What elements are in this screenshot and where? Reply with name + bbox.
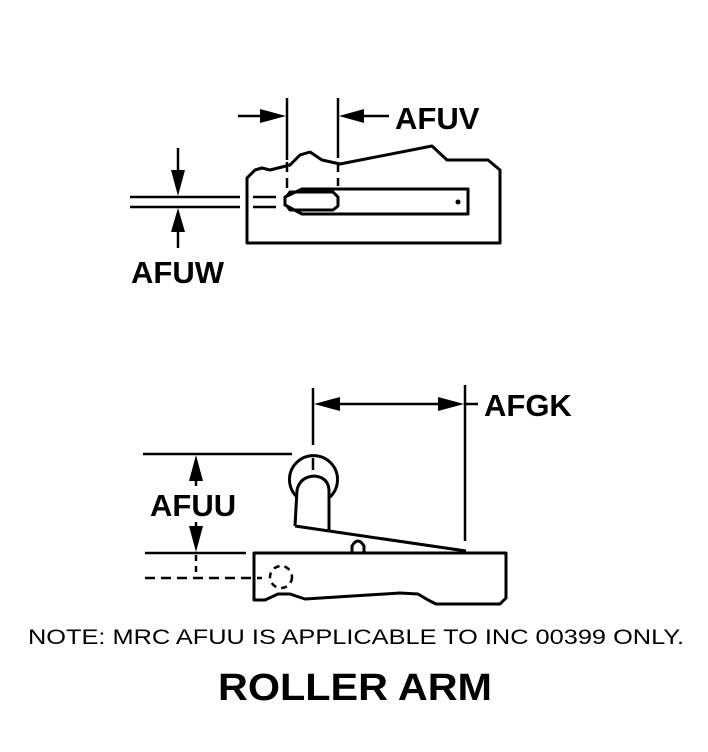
- top-view-body-outline: [245, 144, 502, 245]
- afuw-arrow-top-head: [171, 170, 185, 196]
- slot-pin-hole: [455, 199, 461, 205]
- diagram-note: NOTE: MRC AFUU IS APPLICABLE TO INC 0039…: [28, 626, 684, 649]
- pivot-bump: [350, 539, 366, 553]
- afuu-arrow-bottom-head: [189, 526, 203, 552]
- afgk-arrow-left-head: [314, 397, 340, 411]
- slot-outline: [283, 187, 470, 216]
- top-view: [130, 98, 502, 248]
- side-view: [143, 385, 508, 606]
- dim-label-afgk: AFGK: [484, 388, 572, 423]
- dim-label-afuu: AFUU: [150, 488, 236, 523]
- slot-tip: [285, 190, 340, 212]
- dim-label-afuw: AFUW: [131, 255, 225, 290]
- side-view-body-outline: [252, 551, 508, 606]
- diagram-title: ROLLER ARM: [218, 667, 492, 709]
- afuw-arrow-bottom-head: [171, 208, 185, 232]
- roller-outline: [288, 454, 339, 499]
- roller-arm-outline: [293, 474, 467, 553]
- afgk-arrow-right-head: [438, 397, 464, 411]
- afuv-arrow-left-head: [260, 109, 286, 123]
- dim-label-afuv: AFUV: [395, 101, 480, 136]
- afuv-arrow-right-head: [339, 109, 364, 123]
- afuu-arrow-top-head: [189, 455, 203, 481]
- hex-nut-hidden: [268, 564, 294, 590]
